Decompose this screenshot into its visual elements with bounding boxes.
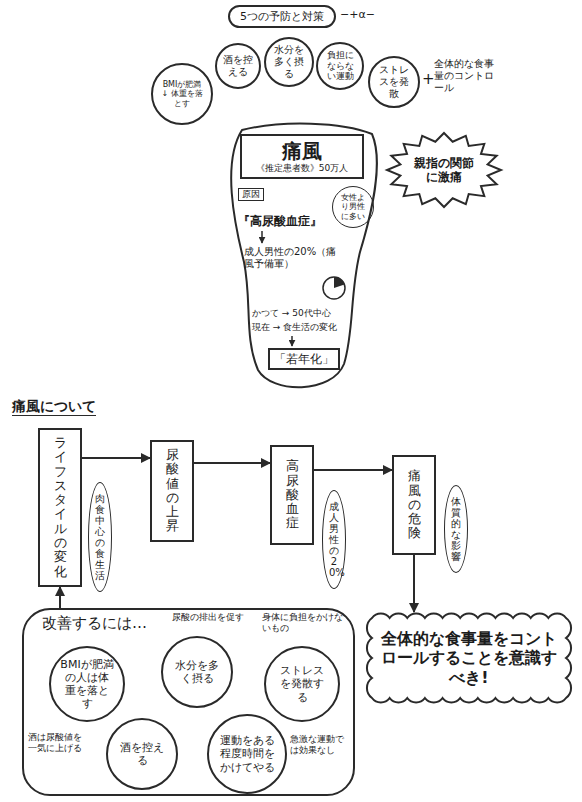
node-text: 負担にならない運動 <box>323 50 357 82</box>
topic-circle: BMIが肥満 ↓ 体重を落とす <box>151 63 213 125</box>
text-box: 尿酸値の上昇 <box>150 440 194 542</box>
node-text: 尿酸値の上昇 <box>166 448 179 534</box>
node-text: BMIが肥満 ↓ 体重を落とす <box>160 80 204 109</box>
node-text: BMIが肥満の人は体重を落とす <box>60 658 114 711</box>
node-text: ライフスタイルの変化 <box>54 436 67 579</box>
flow-arrow <box>82 457 150 459</box>
text-box: 「若年化」 <box>268 348 340 370</box>
foot-outline: 『高尿酸血症』成人男性の20%（痛風予備軍） かつて → 50代中心現在 → 食生… <box>222 122 382 394</box>
node-text: ストレスを発散する <box>275 664 329 704</box>
annotation-label: 尿酸の排出を促す <box>172 612 244 623</box>
pie-chart-icon <box>323 277 345 299</box>
text-box: 原因 <box>238 188 264 201</box>
topic-circle: 負担にならない運動 <box>316 42 364 90</box>
node-text: 痛風の危険 <box>408 469 421 540</box>
topic-circle: 水分を多く摂る <box>161 636 233 708</box>
node-text: 『高尿酸血症』 <box>238 214 330 228</box>
node-text: 原因 <box>242 189 260 200</box>
down-arrow <box>261 231 263 243</box>
node-text: ストレスを発散 <box>376 64 413 100</box>
node-text: 高尿酸血症 <box>286 459 299 530</box>
note-oval: 成人男性の20% <box>322 490 346 589</box>
annotation-label: 痛風について <box>12 398 96 416</box>
group-box: 改善するには… BMIが肥満の人は体重を落とす 水分を多く摂る ストレスを発散する酒を… <box>22 608 355 796</box>
node-text: 《推定患者数》50万人 <box>256 163 348 174</box>
node-text: 現在 → 食生活の変化 <box>252 322 348 333</box>
topic-circle: 水分を多く摂る <box>264 37 314 87</box>
text-box: 高尿酸血症 <box>270 445 314 545</box>
flow-arrow <box>194 462 270 464</box>
down-arrow <box>291 336 293 346</box>
annotation-label: 酒は尿酸値を一気に上げる <box>28 732 84 754</box>
callout-burst: 親指の関節に激痛 <box>386 132 502 208</box>
topic-circle: 運動をある程度時間をかけてやる <box>207 714 287 794</box>
annotation-label: + <box>422 70 435 88</box>
topic-circle: BMIが肥満の人は体重を落とす <box>49 646 125 722</box>
flow-arrow <box>59 587 61 608</box>
pie-slice <box>334 277 345 288</box>
note-oval: 肉食中心の食生活 <box>88 482 112 592</box>
node-text: 5つの予防と対策 <box>240 10 324 23</box>
outline-path <box>367 614 571 703</box>
callout-cloud: 全体的な食事量をコントロールすることを意識すべき! <box>366 612 572 704</box>
topic-circle: ストレスを発散 <box>368 56 420 108</box>
node-text: 女性より男性に多い <box>338 193 368 222</box>
node-text: 「若年化」 <box>274 352 334 366</box>
text-box: 痛風《推定患者数》50万人 <box>240 134 364 179</box>
note-oval: 体質的な影響 <box>444 485 468 573</box>
node-text: 運動をある程度時間をかけてやる <box>219 734 276 774</box>
node-text: 肉食中心の食生活 <box>95 493 105 581</box>
node-text: 親指の関節に激痛 <box>414 156 474 185</box>
node-text: 成人男性の20% <box>329 501 339 578</box>
node-text: かつて → 50代中心 <box>252 308 348 319</box>
text-box: ライフスタイルの変化 <box>38 428 82 587</box>
outline-path <box>231 124 377 388</box>
node-text: 酒を控える <box>117 741 168 767</box>
topic-circle: 酒を控える <box>215 43 261 89</box>
node-text: 成人男性の20%（痛風予備軍） <box>244 246 344 270</box>
text-box: 痛風の危険 <box>392 455 436 555</box>
flow-arrow <box>314 469 392 471</box>
node-text: 水分を多く摂る <box>172 659 223 685</box>
node-text: 酒を控える <box>222 54 255 78</box>
node-text: 痛風 <box>282 139 322 163</box>
node-text: 体質的な影響 <box>451 496 461 562</box>
topic-circle: 女性より男性に多い <box>332 186 374 228</box>
annotation-label: 急激な運動では効果なし <box>290 734 350 756</box>
node-text: 改善するには… <box>42 614 172 632</box>
node-text: 全体的な食事量をコントロールすることを意識すべき! <box>381 629 557 687</box>
flow-arrow <box>413 555 415 612</box>
annotation-label: 身体に負担をかけないもの <box>262 612 348 634</box>
node-text: 水分を多く摂る <box>271 44 307 80</box>
pie-outline <box>323 277 345 299</box>
topic-circle: ストレスを発散する <box>264 646 340 722</box>
topic-circle: 酒を控える <box>106 718 178 790</box>
outline-path <box>387 133 501 207</box>
annotation-label: 全体的な食事量のコントロール <box>434 58 498 94</box>
annotation-label: −+α− <box>340 8 375 21</box>
heading-pill: 5つの予防と対策 <box>228 5 336 28</box>
